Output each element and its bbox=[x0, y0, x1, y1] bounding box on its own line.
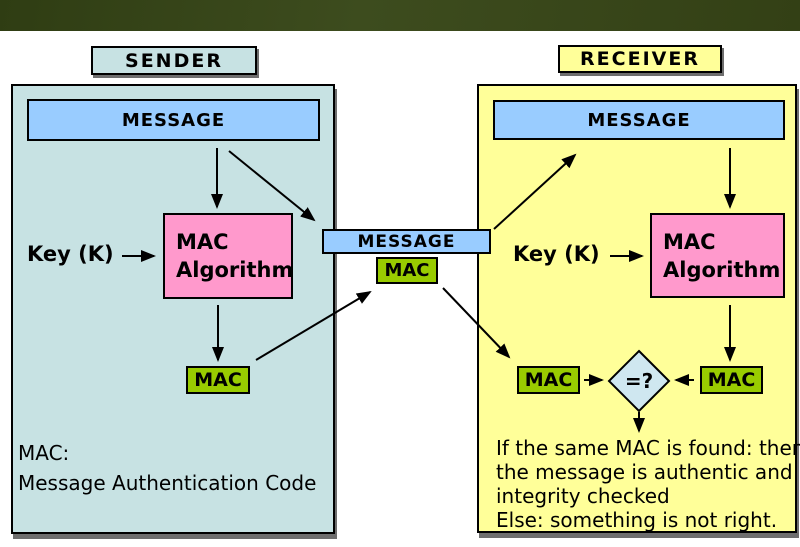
receiver-result-line4: Else: something is not right. bbox=[496, 508, 778, 532]
receiver-message-box: MESSAGE bbox=[493, 100, 785, 140]
receiver-received-mac-box: MAC bbox=[517, 366, 580, 394]
transmitted-mac-box: MAC bbox=[376, 257, 438, 284]
receiver-result-line1: If the same MAC is found: then bbox=[496, 436, 800, 460]
comparison-label: =? bbox=[624, 369, 654, 393]
receiver-result-line2: the message is authentic and bbox=[496, 460, 793, 484]
sender-title: SENDER bbox=[91, 46, 257, 75]
receiver-computed-mac-box: MAC bbox=[700, 366, 763, 394]
sender-message-box: MESSAGE bbox=[27, 99, 320, 141]
sender-mac-box: MAC bbox=[186, 366, 250, 394]
receiver-mac-algorithm-line2: Algorithm bbox=[663, 257, 781, 282]
sender-footnote-line2: Message Authentication Code bbox=[18, 471, 317, 495]
sender-footnote-line1: MAC: bbox=[18, 441, 70, 465]
sender-key-label: Key (K) bbox=[27, 242, 114, 266]
slide-top-bar bbox=[0, 0, 800, 31]
sender-mac-algorithm-box: MAC Algorithm bbox=[163, 213, 293, 299]
receiver-result-line3: integrity checked bbox=[496, 484, 670, 508]
receiver-title: RECEIVER bbox=[558, 45, 722, 73]
receiver-result-text: If the same MAC is found: then the messa… bbox=[496, 436, 800, 532]
receiver-mac-algorithm-box: MAC Algorithm bbox=[650, 213, 785, 298]
receiver-mac-algorithm-line1: MAC bbox=[663, 229, 716, 254]
sender-mac-algorithm-line1: MAC bbox=[176, 230, 229, 254]
receiver-key-label: Key (K) bbox=[513, 242, 600, 266]
sender-footnote: MAC: Message Authentication Code bbox=[18, 438, 316, 498]
sender-mac-algorithm-line2: Algorithm bbox=[176, 258, 294, 282]
transmitted-message-box: MESSAGE bbox=[322, 229, 491, 254]
